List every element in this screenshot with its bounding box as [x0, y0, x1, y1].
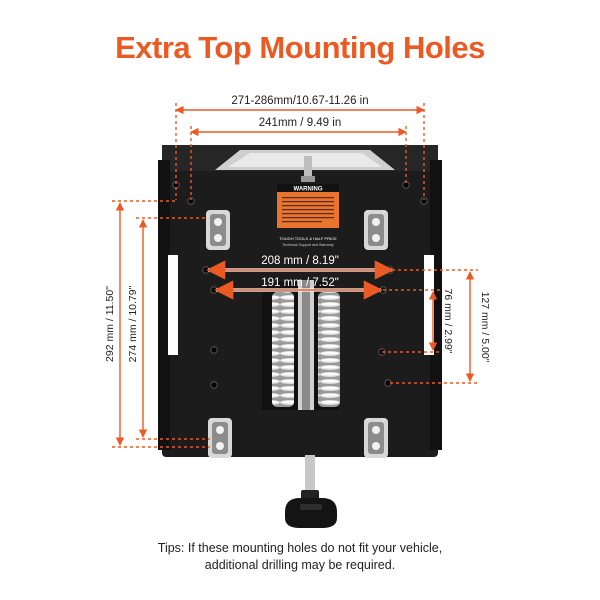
- tips-note: Tips: If these mounting holes do not fit…: [100, 540, 500, 574]
- roller-top-left: [206, 210, 230, 250]
- hole-top-inner-left: [187, 197, 195, 205]
- dim-right-outer-label: 127 mm / 5.00": [479, 292, 491, 363]
- sticker-line1: TOUGH TOOLS & HALF PRICE: [279, 236, 337, 241]
- page-title: Extra Top Mounting Holes: [115, 30, 485, 65]
- sticker-line2: Technical Support and Warranty: [282, 243, 333, 247]
- warning-header: WARNING: [294, 187, 323, 193]
- dim-inner-width-label: 241mm / 9.49 in: [259, 117, 341, 129]
- dimension-labels: 271-286mm/10.67-11.26 in 241mm / 9.49 in…: [104, 95, 491, 363]
- dim-mid-upper-label: 208 mm / 8.19": [261, 255, 339, 267]
- hole-lower-left-2: [210, 381, 218, 389]
- tips-line-1: Tips: If these mounting holes do not fit…: [157, 541, 443, 555]
- roller-bottom-left: [208, 418, 232, 458]
- slider-rollers: [206, 210, 388, 458]
- top-bolt: [301, 156, 315, 182]
- dimension-lines: [112, 103, 478, 448]
- roller-top-right: [364, 210, 388, 250]
- hole-lower-left-1: [210, 346, 218, 354]
- dim-left-outer-label: 292 mm / 11.50": [104, 286, 116, 362]
- dim-outer-width-label: 271-286mm/10.67-11.26 in: [231, 95, 368, 107]
- tips-line-2: additional drilling may be required.: [204, 558, 396, 572]
- dim-left-inner-label: 274 mm / 10.79": [127, 285, 139, 362]
- roller-bottom-right: [364, 418, 388, 458]
- hole-top-outer-right: [420, 197, 428, 205]
- dim-right-inner-label: 76 mm / 2.99": [442, 288, 454, 353]
- coil-spring-icon: [272, 280, 340, 410]
- adjustment-knob-icon: [285, 455, 337, 528]
- warning-sticker: WARNING TOUGH TOOLS & HALF PRICE Technic…: [277, 184, 339, 247]
- dim-mid-lower-label: 191 mm / 7.52": [261, 277, 339, 289]
